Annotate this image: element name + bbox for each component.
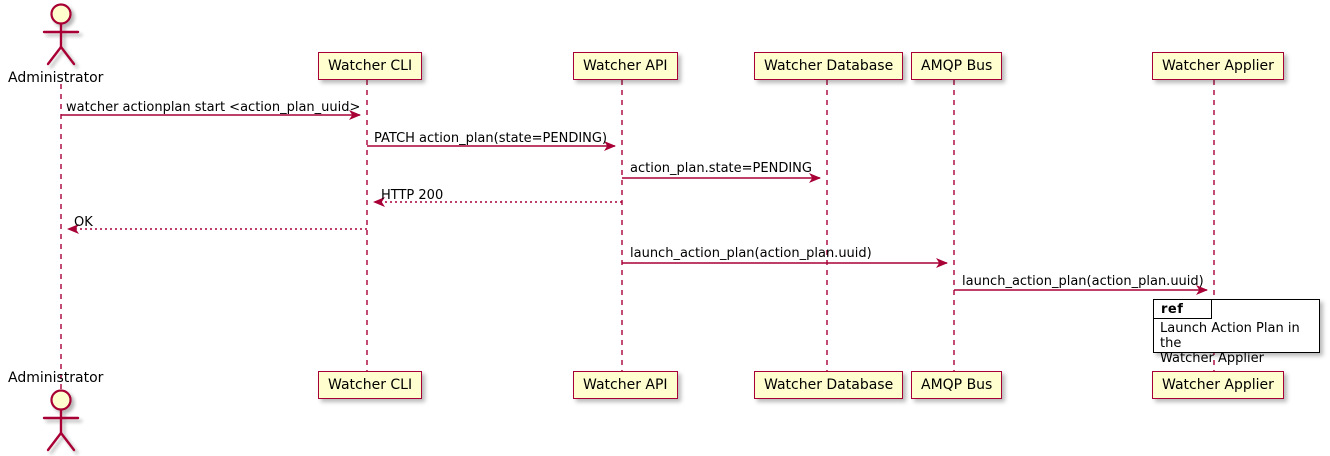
message-label-patch-action-plan: PATCH action_plan(state=PENDING) (374, 131, 608, 146)
message-label-watcher-actionplan-start: watcher actionplan start <action_plan_uu… (66, 100, 361, 115)
participant-box-amqp-bus-bottom[interactable]: AMQP Bus (911, 371, 1003, 399)
message-label-ok: OK (74, 215, 93, 230)
participant-box-watcher-database-top[interactable]: Watcher Database (754, 52, 904, 80)
participant-box-watcher-applier-bottom[interactable]: Watcher Applier (1152, 371, 1284, 399)
message-label-http-200: HTTP 200 (381, 188, 444, 203)
participant-box-watcher-cli-bottom[interactable]: Watcher CLI (318, 371, 423, 399)
message-label-launch-action-plan-api-to-bus: launch_action_plan(action_plan.uuid) (630, 246, 872, 261)
participant-box-watcher-applier-top[interactable]: Watcher Applier (1152, 52, 1284, 80)
lifelines (60, 80, 1215, 396)
participant-box-watcher-database-bottom[interactable]: Watcher Database (754, 371, 904, 399)
message-label-action-plan-state-pending: action_plan.state=PENDING (630, 161, 812, 176)
actor-label-administrator-bottom: Administrator (8, 370, 104, 386)
actor-administrator-top-icon (42, 3, 80, 66)
participant-box-watcher-api-bottom[interactable]: Watcher API (573, 371, 678, 399)
ref-fragment-launch-action-plan[interactable]: ref Launch Action Plan in the Watcher Ap… (1153, 299, 1320, 366)
ref-fragment-body: Launch Action Plan in the Watcher Applie… (1160, 321, 1300, 366)
participant-box-watcher-api-top[interactable]: Watcher API (573, 52, 678, 80)
message-label-launch-action-plan-bus-to-applier: launch_action_plan(action_plan.uuid) (962, 274, 1204, 289)
ref-fragment-tag: ref (1154, 300, 1212, 319)
actor-administrator-bottom-icon (42, 389, 80, 452)
participant-box-watcher-cli-top[interactable]: Watcher CLI (318, 52, 423, 80)
participant-box-amqp-bus-top[interactable]: AMQP Bus (911, 52, 1003, 80)
actor-label-administrator-top: Administrator (8, 70, 104, 86)
message-arrows (61, 110, 1208, 295)
